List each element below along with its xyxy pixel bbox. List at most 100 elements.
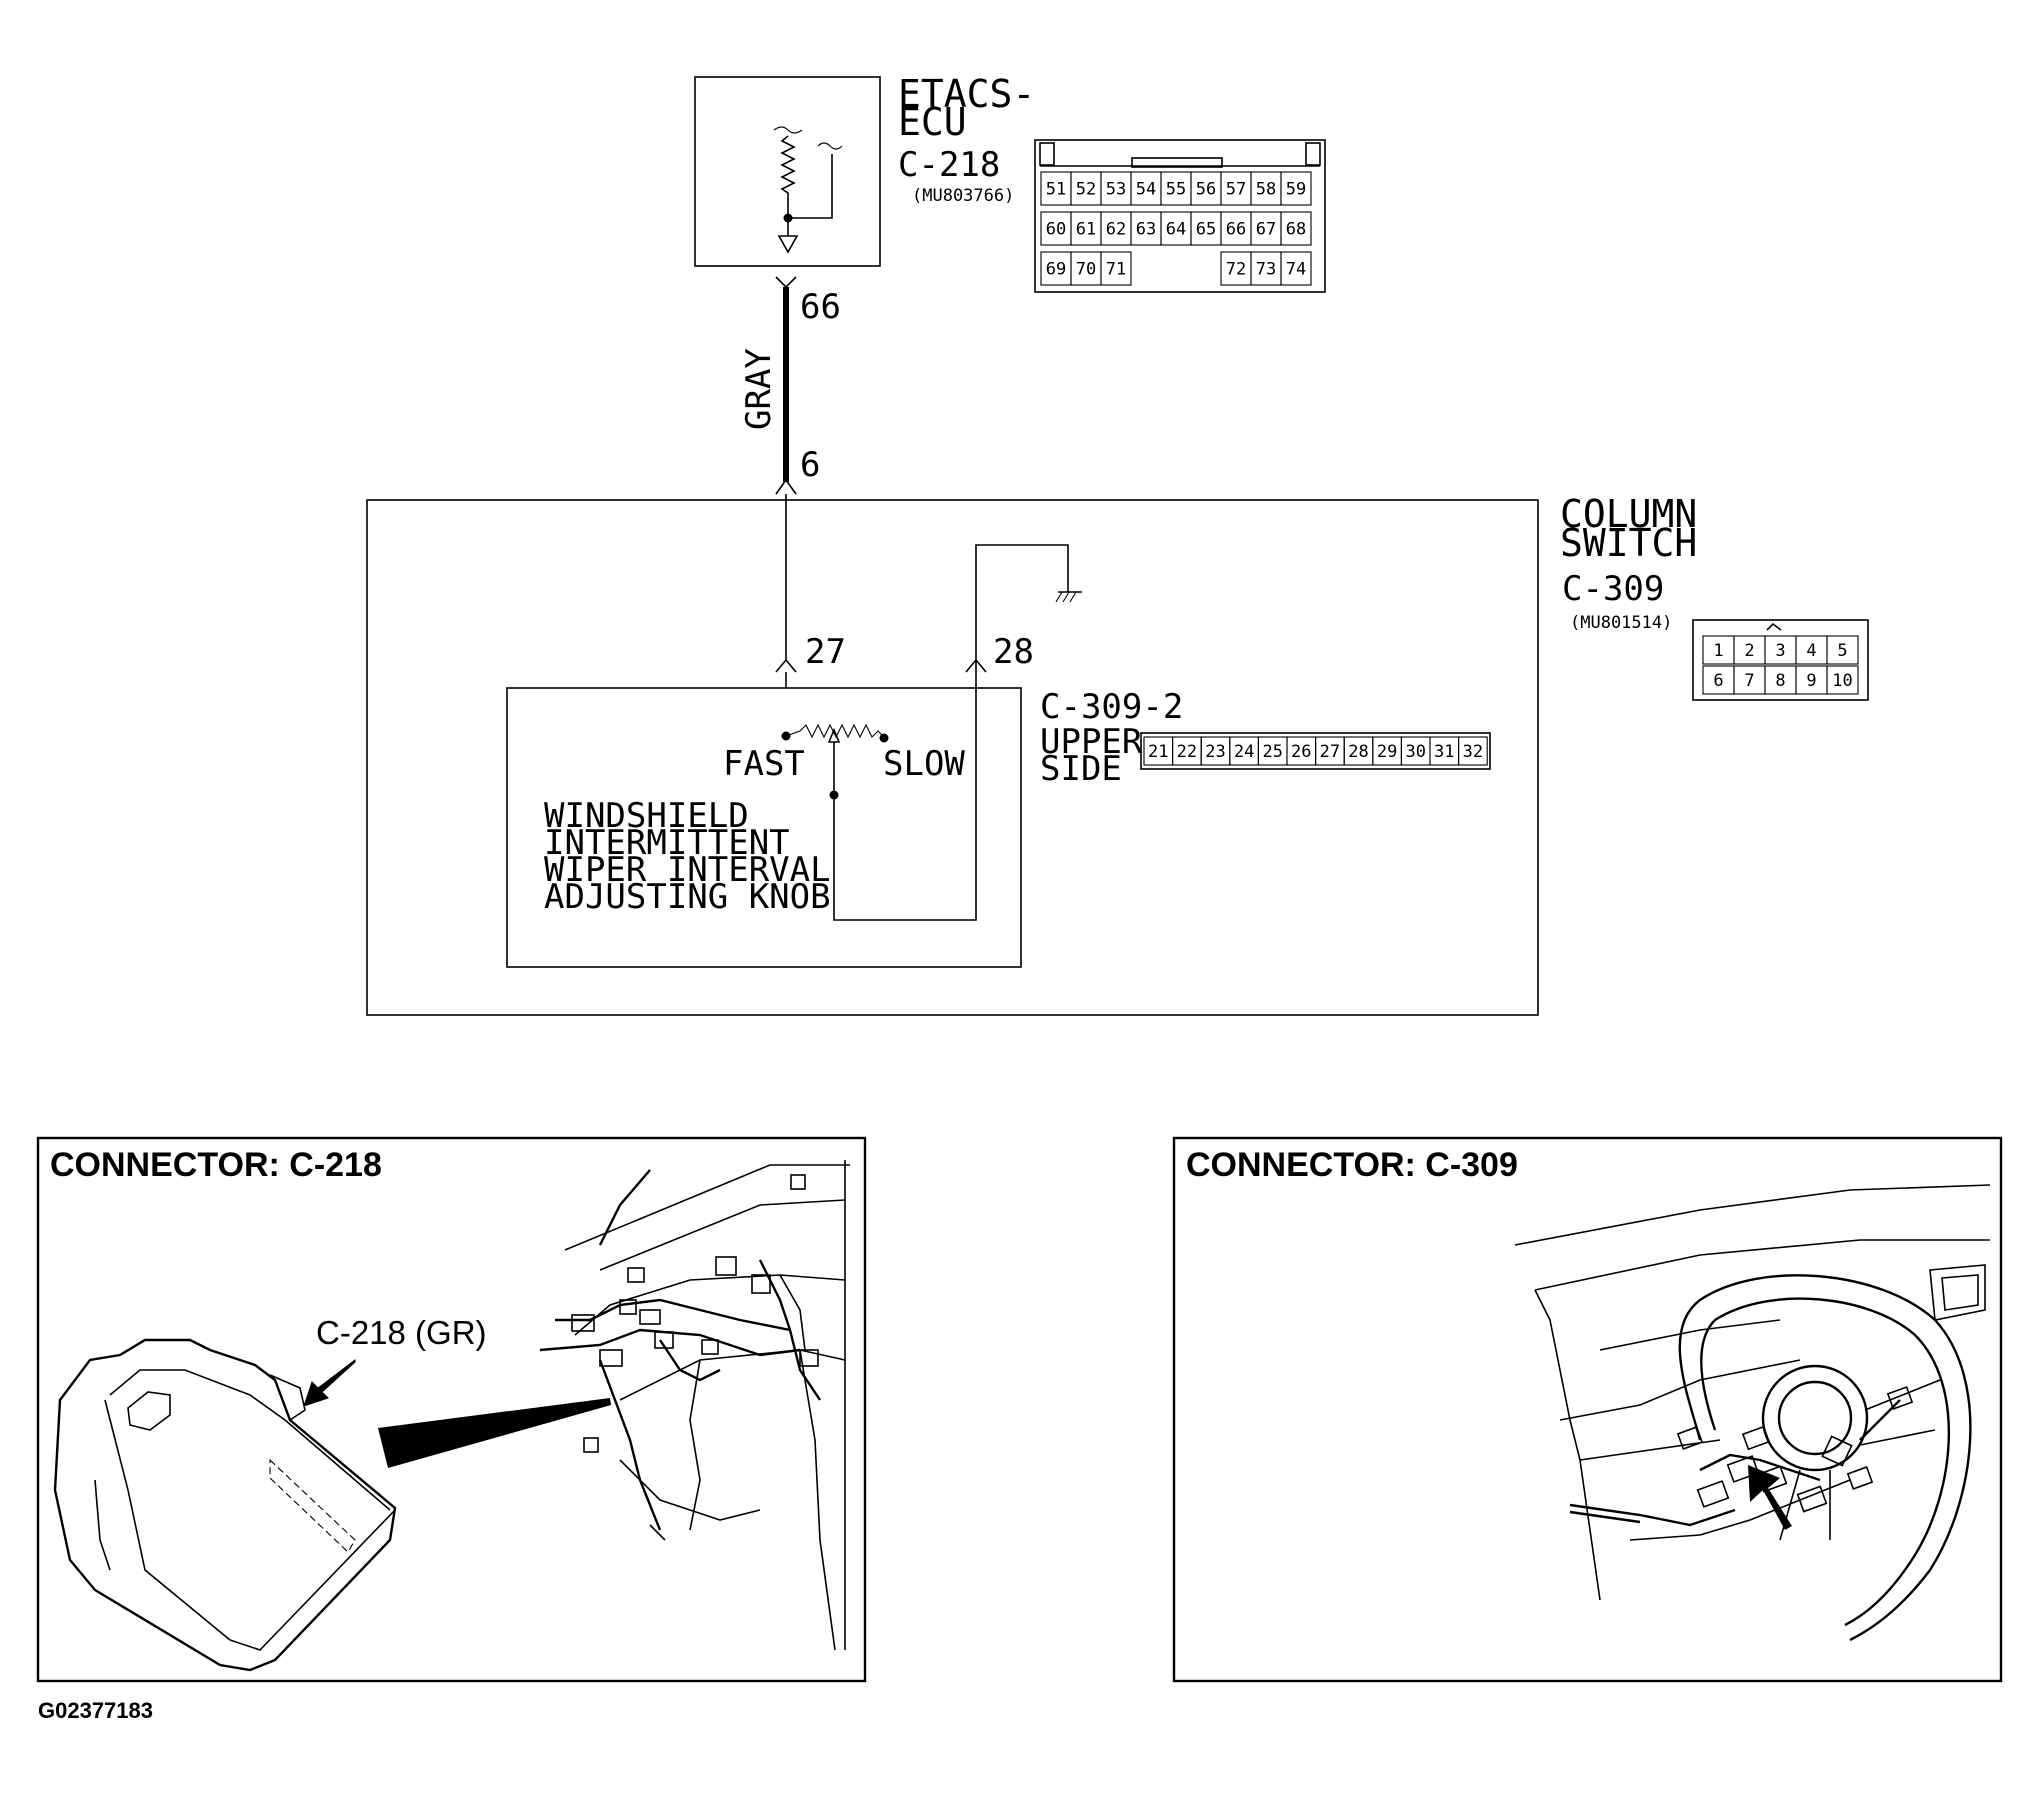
knob-name-line2: INTERMITTENT — [544, 823, 790, 863]
ecu-pin-64: 64 — [1166, 220, 1186, 240]
sub-connector-side-line1: UPPER — [1040, 722, 1143, 762]
panel-connector-c309: CONNECTOR: C-309 — [1172, 1136, 2003, 1683]
ecu-pin-70: 70 — [1076, 260, 1096, 280]
sub-pin-26: 26 — [1291, 742, 1311, 762]
ecu-pin-54: 54 — [1136, 180, 1156, 200]
ecu-pin-61: 61 — [1076, 220, 1096, 240]
sub-pin-29: 29 — [1377, 742, 1397, 762]
ecu-pin-69: 69 — [1046, 260, 1066, 280]
cs-pin-6: 6 — [1713, 671, 1723, 691]
ecu-pin-63: 63 — [1136, 220, 1156, 240]
ecu-pin-68: 68 — [1286, 220, 1306, 240]
column-switch-part-number: (MU801514) — [1570, 613, 1672, 633]
sub-pin-32: 32 — [1463, 742, 1483, 762]
ecu-pin-66: 66 — [1226, 220, 1246, 240]
panel-right-title: CONNECTOR: C-309 — [1186, 1146, 1518, 1184]
cs-pin-8: 8 — [1775, 671, 1785, 691]
knob-name-line3: WIPER INTERVAL — [544, 850, 831, 890]
sub-pin-24: 24 — [1234, 742, 1254, 762]
ecu-pin-55: 55 — [1166, 180, 1186, 200]
column-switch-connector-id: C-309 — [1562, 569, 1664, 609]
sub-connector-id: C-309-2 — [1040, 687, 1183, 727]
ecu-part-number: (MU803766) — [912, 186, 1014, 206]
sub-pin-25: 25 — [1262, 742, 1282, 762]
ecu-pin-51: 51 — [1046, 180, 1066, 200]
knob-name-line1: WINDSHIELD — [544, 796, 749, 836]
ecu-pin-56: 56 — [1196, 180, 1216, 200]
ecu-pin-59: 59 — [1286, 180, 1306, 200]
sub-pin-21: 21 — [1148, 742, 1168, 762]
cs-pin-10-cell — [1826, 665, 1859, 695]
ecu-pin-73: 73 — [1256, 260, 1276, 280]
ecu-pin-72: 72 — [1226, 260, 1246, 280]
ecu-pin-59-cell — [1280, 171, 1312, 206]
ecu-pin-53: 53 — [1106, 180, 1126, 200]
c218-callout-arrow — [303, 1358, 356, 1407]
cs-pin-5: 5 — [1837, 641, 1847, 661]
cs-pin-3: 3 — [1775, 641, 1785, 661]
cs-pin-1: 1 — [1713, 641, 1723, 661]
ecu-box-illustration — [53, 1338, 397, 1672]
ecu-pin-67: 67 — [1256, 220, 1276, 240]
ecu-pin-71-cell — [1100, 251, 1132, 286]
ecu-title-line2: ECU — [898, 100, 967, 144]
column-switch-title-line1: COLUMN — [1560, 492, 1697, 536]
ecu-connector-id: C-218 — [898, 145, 1000, 185]
sub-pin-28: 28 — [1348, 742, 1368, 762]
dash-harness-illustration — [539, 1160, 850, 1651]
ecu-connector-face: 51 52 53 54 55 56 57 58 59 60 61 62 63 64 65 66 67 68 69 70… — [1034, 139, 1326, 293]
cs-pin-2: 2 — [1744, 641, 1754, 661]
ecu-pin-74: 74 — [1286, 260, 1306, 280]
column-switch-box — [366, 499, 1539, 1016]
wiper-knob-box — [506, 687, 1022, 968]
ecu-title-line1: ETACS- — [898, 72, 1035, 116]
ecu-pin-62: 62 — [1106, 220, 1126, 240]
switch-pin-27: 27 — [805, 632, 846, 672]
ecu-ground-triangle — [777, 235, 799, 254]
sub-pin-31: 31 — [1434, 742, 1454, 762]
column-switch-title-line2: SWITCH — [1560, 521, 1697, 565]
etacs-ecu-block: ETACS- ECU C-218 (MU803766) 51 52 53 54 55 56… — [694, 72, 1326, 293]
cs-pin-4: 4 — [1806, 641, 1816, 661]
sub-pin-32-cell — [1458, 736, 1488, 766]
steering-column-illustration — [1514, 1184, 1991, 1642]
knob-variable-resistor — [785, 723, 885, 739]
cs-pin-7: 7 — [1744, 671, 1754, 691]
sub-connector-face: 21 22 23 24 25 26 27 28 29 30 31 32 — [1140, 732, 1491, 770]
ecu-pin-52: 52 — [1076, 180, 1096, 200]
column-switch-connector-face: 1 2 3 4 5 6 7 8 9 10 — [1692, 619, 1869, 701]
ecu-pin-74-cell — [1280, 251, 1312, 286]
ecu-pin-68-cell — [1280, 211, 1312, 246]
ecu-pin-60: 60 — [1046, 220, 1066, 240]
sub-pin-30: 30 — [1405, 742, 1425, 762]
knob-name-line4: ADJUSTING KNOB — [544, 877, 831, 917]
switch-pin-28: 28 — [993, 632, 1034, 672]
c309-location-arrow — [1748, 1465, 1792, 1530]
ecu-pin-65: 65 — [1196, 220, 1216, 240]
ecu-pin-58: 58 — [1256, 180, 1276, 200]
knob-slow-label: SLOW — [883, 744, 965, 784]
panel-connector-c218: CONNECTOR: C-218 C-218 (GR) — [36, 1136, 867, 1683]
sub-pin-22: 22 — [1177, 742, 1197, 762]
wire-pin-66: 66 — [800, 287, 841, 327]
etacs-ecu-box — [694, 76, 881, 267]
panel-left-title: CONNECTOR: C-218 — [50, 1146, 382, 1184]
knob-fast-label: FAST — [723, 744, 805, 784]
cs-pin-5-cell — [1826, 635, 1859, 665]
figure-id: G02377183 — [38, 1698, 153, 1723]
cs-pin-9: 9 — [1806, 671, 1816, 691]
c218-callout-label: C-218 (GR) — [316, 1314, 487, 1351]
wire-color-label: GRAY — [739, 348, 779, 430]
wire-pin-6: 6 — [800, 445, 820, 485]
sub-connector-side-line2: SIDE — [1040, 749, 1122, 789]
ecu-pin-57: 57 — [1226, 180, 1246, 200]
sub-pin-27: 27 — [1320, 742, 1340, 762]
cs-pin-10: 10 — [1832, 671, 1852, 691]
sub-pin-23: 23 — [1205, 742, 1225, 762]
location-pointer-wedge — [378, 1398, 611, 1468]
gray-wire: 66 6 GRAY — [739, 276, 841, 495]
ecu-pin-71: 71 — [1106, 260, 1126, 280]
